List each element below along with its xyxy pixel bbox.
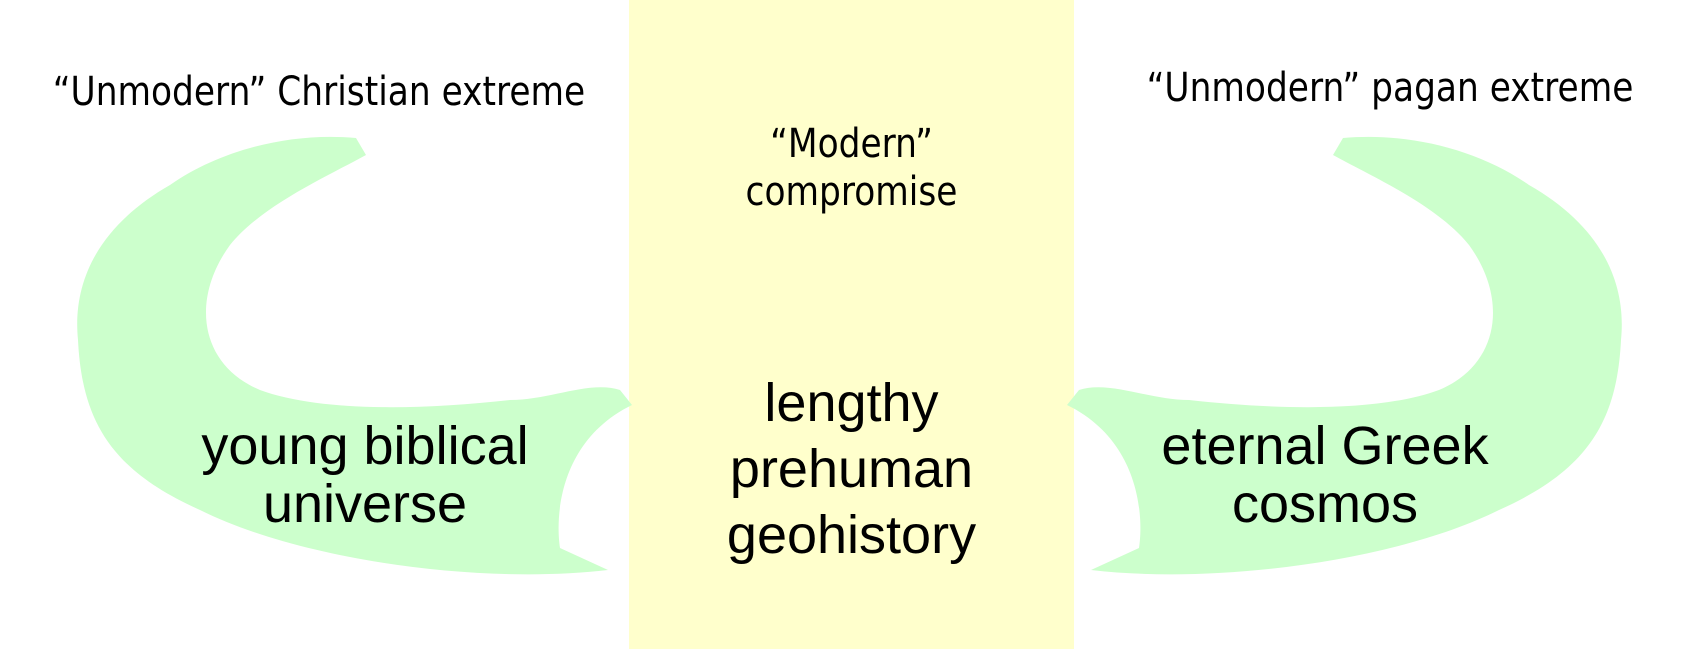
modern-compromise-panel (629, 0, 1074, 649)
modern-heading-line-1: “Modern” (770, 121, 933, 167)
right-position-line-1: eternal Greek (1161, 416, 1489, 476)
young-biblical-universe-label: young biblical universe (130, 417, 600, 533)
eternal-greek-cosmos-label: eternal Greek cosmos (1090, 417, 1560, 533)
middle-position-line-1: lengthy (764, 373, 939, 433)
left-curved-arrow (77, 136, 632, 575)
middle-position-line-2: prehuman (729, 439, 974, 499)
right-curved-arrow (1067, 136, 1622, 575)
right-position-line-2: cosmos (1231, 474, 1419, 534)
modern-compromise-heading: “Modern” compromise (660, 120, 1043, 216)
lengthy-prehuman-geohistory-label: lengthy prehuman geohistory (629, 370, 1074, 568)
unmodern-pagan-extreme-heading: “Unmodern” pagan extreme (1146, 65, 1634, 111)
left-position-line-1: young biblical (201, 416, 529, 476)
modern-heading-line-2: compromise (745, 169, 958, 215)
left-position-line-2: universe (262, 474, 468, 534)
unmodern-christian-extreme-heading: “Unmodern” Christian extreme (52, 69, 586, 115)
middle-position-line-3: geohistory (726, 505, 977, 565)
